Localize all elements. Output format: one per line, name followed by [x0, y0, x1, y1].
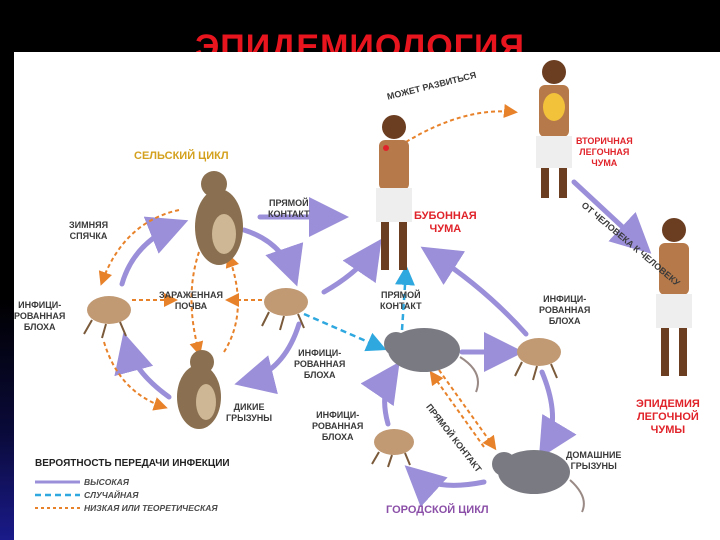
flea-right [515, 338, 561, 380]
infected-flea-left-label: ИНФИЦИ- РОВАННАЯ БЛОХА [14, 300, 65, 333]
legend-item-low: НИЗКАЯ ИЛИ ТЕОРЕТИЧЕСКАЯ [84, 503, 218, 513]
hibernation-label: ЗИМНЯЯ СПЯЧКА [69, 220, 108, 242]
direct-contact-top-label: ПРЯМОЙ КОНТАКТ [268, 198, 310, 220]
rural-rodent-top [195, 171, 243, 265]
flea-bottom [372, 429, 414, 467]
flea-left [84, 296, 131, 338]
secondary-pneumonic-label: ВТОРИЧНАЯ ЛЕГОЧНАЯ ЧУМА [576, 136, 633, 169]
infected-soil-label: ЗАРАЖЕННАЯ ПОЧВА [159, 290, 223, 312]
bubonic-plague-label: БУБОННАЯ ЧУМА [414, 210, 477, 236]
legend-item-high: ВЫСОКАЯ [84, 477, 129, 487]
diagram-panel: СЕЛЬСКИЙ ЦИКЛ ГОРОДСКОЙ ЦИКЛ ЗИМНЯЯ СПЯЧ… [14, 52, 720, 540]
wild-rodents-label: ДИКИЕ ГРЫЗУНЫ [226, 402, 272, 424]
flea-center [262, 288, 308, 330]
infected-flea-bottom-label: ИНФИЦИ- РОВАННАЯ БЛОХА [312, 410, 363, 443]
direct-contact-mid-label: ПРЯМОЙ КОНТАКТ [380, 290, 422, 312]
pneumonic-epidemic-label: ЭПИДЕМИЯ ЛЕГОЧНОЙ ЧУМЫ [636, 398, 700, 437]
legend-title: ВЕРОЯТНОСТЬ ПЕРЕДАЧИ ИНФЕКЦИИ [35, 458, 230, 469]
legend-lines [35, 482, 80, 508]
urban-cycle-title: ГОРОДСКОЙ ЦИКЛ [386, 505, 489, 516]
person-bubonic [376, 115, 412, 270]
legend-item-random: СЛУЧАЙНАЯ [84, 490, 138, 500]
rural-rodent-bottom [177, 350, 221, 429]
domestic-rodents-label: ДОМАШНИЕ ГРЫЗУНЫ [566, 450, 621, 472]
rural-cycle-title: СЕЛЬСКИЙ ЦИКЛ [134, 150, 229, 163]
infected-flea-center-label: ИНФИЦИ- РОВАННАЯ БЛОХА [294, 348, 345, 381]
person-epidemic [656, 218, 692, 376]
person-secondary [536, 60, 572, 198]
urban-rat-center [384, 328, 478, 392]
infected-flea-right-label: ИНФИЦИ- РОВАННАЯ БЛОХА [539, 294, 590, 327]
